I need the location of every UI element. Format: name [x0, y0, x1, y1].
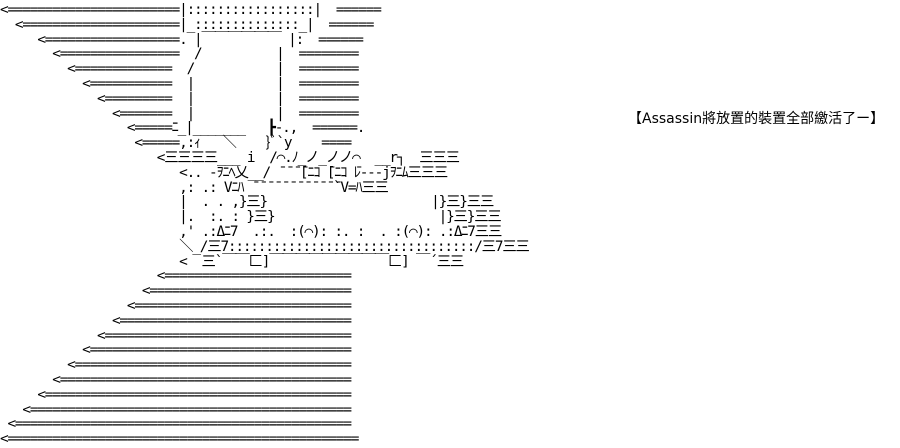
art-line: <=======================================…: [0, 416, 352, 433]
art-line: <=============================: [0, 298, 352, 314]
art-line: <=======================|:::::::::::::::…: [0, 2, 382, 18]
art-line: <=======================================: [0, 372, 352, 388]
art-line: |. :. : }三} |}三}三三: [0, 209, 502, 226]
art-line: <=================================: [0, 327, 352, 344]
ascii-art: <=======================|:::::::::::::::…: [0, 2, 530, 448]
art-line: <=====================================: [0, 357, 352, 374]
art-line: ＼_/三7:::::::::::::::::::::::::::::::::/三…: [0, 238, 530, 255]
art-line: <=======================================…: [0, 386, 352, 403]
art-line: <=====================|_::::::::::::::_|…: [0, 16, 374, 33]
art-line: ,' .:Δﾆ7 .:. :(⌒): :. : . :(⌒): .:Δﾆ7三三: [0, 224, 502, 240]
art-line: <===================================: [0, 342, 352, 359]
art-line: <三三三三___ i /⌒.ﾉ_ノ_ノノ⌒ __r┐ 三三三: [0, 150, 460, 166]
art-line: <=========== | | ========: [0, 76, 359, 92]
art-line: <======= | | ========: [0, 105, 360, 122]
art-line: <=========================: [0, 268, 352, 285]
art-line: ,: .: Vﾆﾊ ̄ ̄ ̄ ̄ ̄ ̄ ̄ ̄ ̄ ̄ ̄ ̄`V=ﾊ三三: [0, 179, 389, 196]
art-line: <=====ﾆ_|_______ ┣-., ======.: [0, 120, 366, 137]
art-line: <================ / | ========: [0, 46, 359, 63]
art-line: | . . ,}三} |}三}三三: [0, 194, 494, 211]
art-line: <==================. |￣￣￣￣￣￣ |: ======: [0, 31, 364, 48]
art-line: < 三`￣￣匚]￣￣￣￣￣￣￣￣￣匚] ￣´三三: [0, 253, 464, 270]
art-line: <===========================: [0, 283, 352, 300]
art-line: <=======================================…: [0, 401, 352, 418]
art-line: <============= / | ========: [0, 61, 359, 78]
art-line: <=====,:ｨ ＼ }ﾞ`y ====: [0, 135, 352, 152]
art-line: <===============================: [0, 312, 352, 329]
caption-text: 【Assassin將放置的裝置全部繳活了ー】: [628, 111, 885, 127]
art-line: <=======================================…: [0, 431, 359, 448]
art-line: <========= | | ========: [0, 90, 359, 107]
art-line: <.. -ｦﾆﾍ乂__/ ̄ ̄ ̄ ̄[ﾆｺ ̄[ﾆｺ ̄ﾚ---jｦﾆﾑ三三…: [0, 164, 448, 181]
